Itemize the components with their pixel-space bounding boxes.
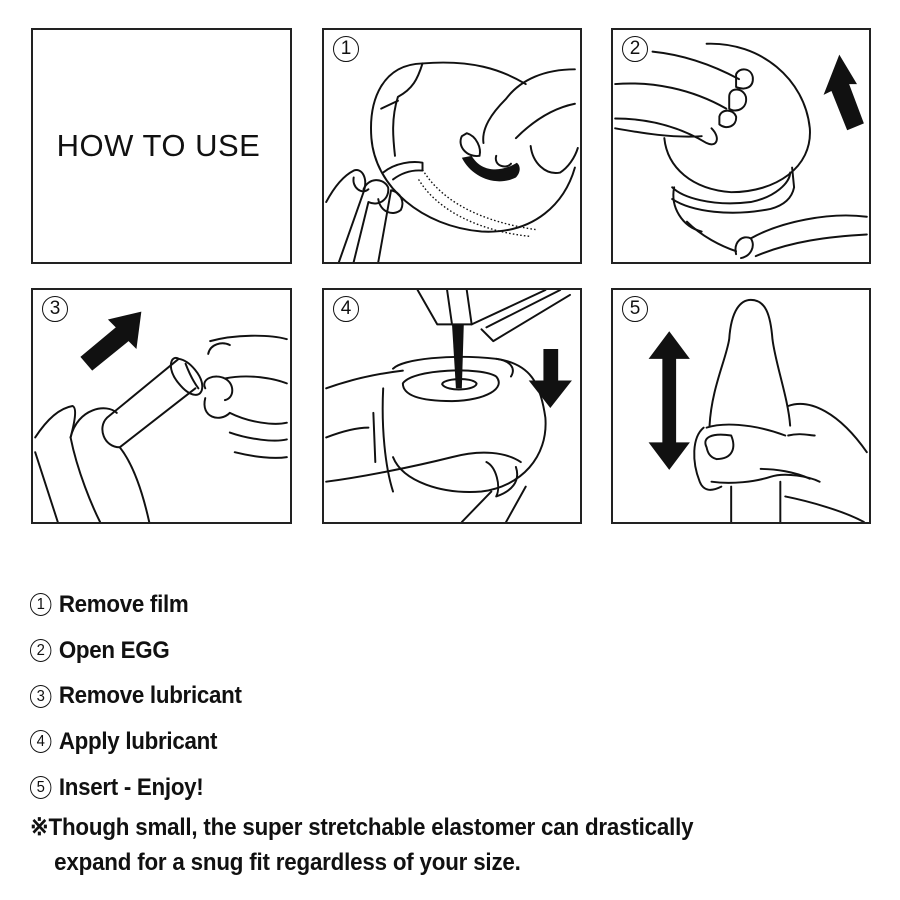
- step-label: Insert - Enjoy!: [58, 773, 204, 801]
- step-number-circle: 2: [30, 639, 52, 663]
- step-panel-2: 2: [611, 28, 871, 264]
- remove-film-illustration: [325, 61, 579, 262]
- step-number-badge: 1: [333, 36, 359, 62]
- step-number-badge: 4: [333, 296, 359, 322]
- step-number-circle: 3: [30, 684, 52, 708]
- open-egg-illustration: [614, 42, 868, 260]
- note-line-1: Though small, the super stretchable elas…: [48, 814, 694, 841]
- remove-lubricant-illustration: [34, 311, 288, 522]
- step-item-2: 2 Open EGG: [30, 628, 821, 674]
- step-item-4: 4 Apply lubricant: [30, 719, 821, 765]
- step-panel-1: 1: [322, 28, 582, 264]
- step-number-circle: 5: [30, 776, 52, 800]
- step-number-circle: 4: [30, 730, 52, 754]
- step-number-badge: 5: [622, 296, 648, 322]
- step-number-badge: 2: [622, 36, 648, 62]
- step-label: Remove lubricant: [58, 682, 242, 710]
- insert-illustration: [648, 298, 868, 522]
- apply-lubricant-illustration: [325, 290, 572, 522]
- step-item-1: 1 Remove film: [30, 582, 821, 628]
- step-item-3: 3 Remove lubricant: [30, 673, 821, 719]
- step-panel-3: 3: [31, 288, 292, 524]
- step-number-badge: 3: [42, 296, 68, 322]
- step-label: Apply lubricant: [58, 727, 218, 755]
- page-title: HOW TO USE: [56, 128, 261, 163]
- note-mark: ※: [30, 814, 49, 841]
- step-panel-4: 4: [322, 288, 582, 524]
- step-number-circle: 1: [30, 593, 52, 617]
- step-label: Open EGG: [58, 636, 170, 664]
- step-label: Remove film: [58, 590, 189, 618]
- note-line-2: expand for a snug fit regardless of your…: [54, 849, 521, 876]
- step-item-5: 5 Insert - Enjoy!: [30, 765, 821, 811]
- title-panel: HOW TO USE: [31, 28, 292, 264]
- steps-list: 1 Remove film 2 Open EGG 3 Remove lubric…: [30, 582, 880, 810]
- note-text: ※Though small, the super stretchable ela…: [30, 810, 848, 880]
- step-panel-5: 5: [611, 288, 871, 524]
